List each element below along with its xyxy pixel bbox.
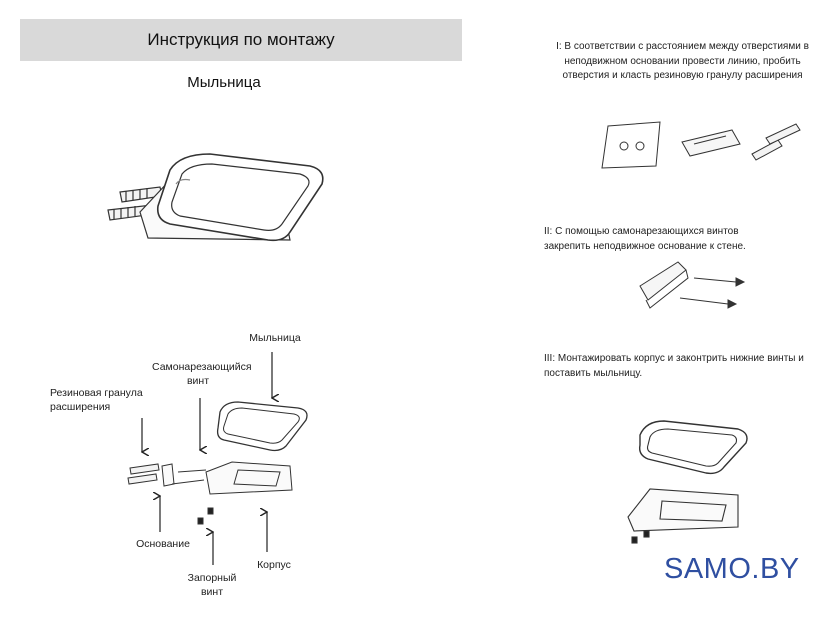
label-rubber-anchor: Резиновая гранула расширения — [50, 387, 143, 413]
step-1-illustration — [601, 121, 801, 169]
label-body: Корпус — [257, 559, 291, 571]
label-base: Основание — [136, 538, 190, 550]
step-3-illustration — [627, 420, 748, 544]
label-locking-screw: Запорный винт — [187, 572, 237, 598]
product-title: Мыльница — [187, 74, 261, 91]
label-self-tapping-screw: Самонарезающийся винт — [152, 361, 252, 387]
brand-watermark: SAMO.BY — [664, 553, 800, 585]
assembled-soap-dish-illustration — [107, 153, 324, 242]
page-title: Инструкция по монтажу — [147, 30, 335, 49]
step-2-text: II: С помощью самонарезающихся винтов за… — [544, 226, 746, 252]
step-2-illustration — [639, 261, 746, 309]
header-bar: Инструкция по монтажу — [20, 19, 462, 61]
label-soap-dish: Мыльница — [249, 332, 301, 344]
exploded-view-diagram — [127, 352, 308, 565]
step-1-text: I: В соответствии с расстоянием между от… — [556, 41, 809, 81]
step-3-text: III: Монтажировать корпус и законтрить н… — [544, 353, 804, 379]
